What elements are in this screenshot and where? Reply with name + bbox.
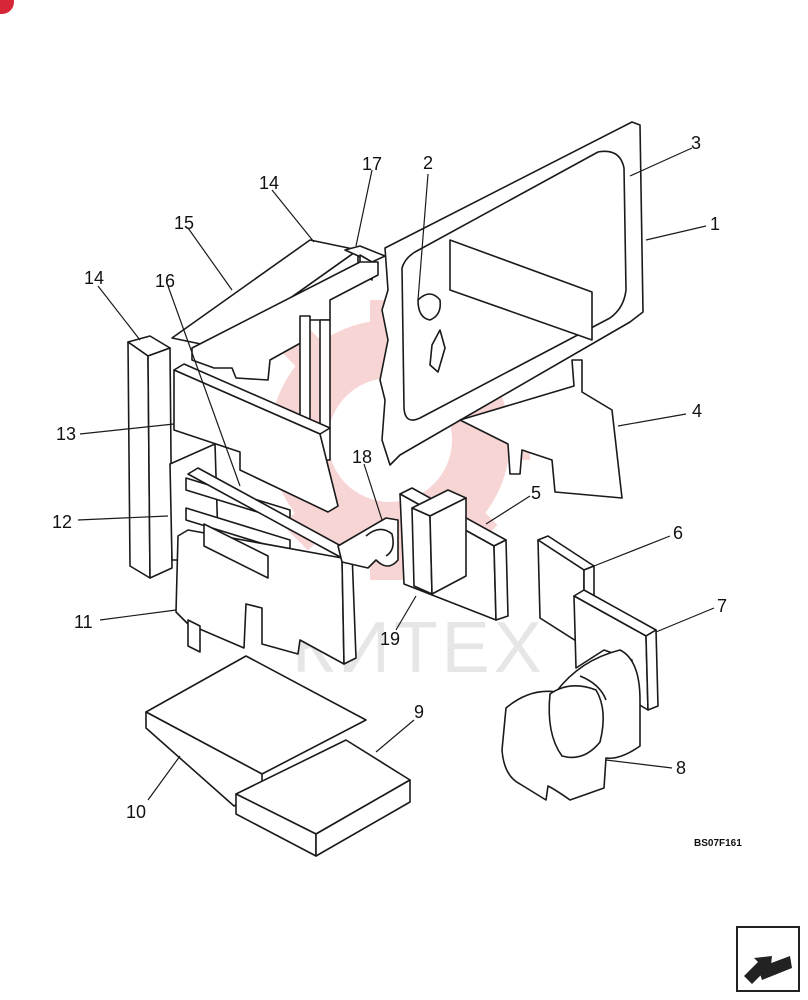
part-19-block (411, 489, 467, 595)
callout-1: 1 (710, 214, 720, 234)
exit-arrow-icon (744, 956, 792, 984)
part-6-pad (537, 535, 595, 647)
callout-6: 6 (673, 523, 683, 543)
callout-19: 19 (380, 629, 400, 649)
callout-9: 9 (414, 702, 424, 722)
drawing-code: BS07F161 (694, 838, 742, 849)
callout-14-left: 14 (84, 268, 104, 288)
callout-3: 3 (691, 133, 701, 153)
callout-4: 4 (692, 401, 702, 421)
nav-exit-button[interactable] (736, 926, 800, 992)
callout-8: 8 (676, 758, 686, 778)
part-8-saddle (501, 649, 641, 801)
callout-17: 17 (362, 154, 382, 174)
part-13-panel (173, 363, 339, 513)
part-10-floor-pad (145, 655, 367, 807)
callout-14-top: 14 (259, 173, 279, 193)
part-1-door-frame (379, 121, 644, 466)
part-4-pad (459, 359, 623, 499)
callout-16: 16 (155, 271, 175, 291)
callout-5: 5 (531, 483, 541, 503)
part-7-pad (573, 589, 659, 711)
callout-15: 15 (174, 213, 194, 233)
callout-10: 10 (126, 802, 146, 822)
callout-7: 7 (717, 596, 727, 616)
callout-18: 18 (352, 447, 372, 467)
leader-lines (77, 147, 715, 801)
callout-12: 12 (52, 512, 72, 532)
part-18-block (337, 517, 399, 569)
callout-11: 11 (74, 612, 93, 632)
part-9-floor-pad (235, 739, 411, 857)
callout-2: 2 (423, 153, 433, 173)
callout-labels: 1 2 3 4 5 6 7 8 9 10 11 12 13 14 14 15 1… (52, 133, 727, 822)
part-14-post (127, 335, 173, 579)
callout-13: 13 (56, 424, 76, 444)
